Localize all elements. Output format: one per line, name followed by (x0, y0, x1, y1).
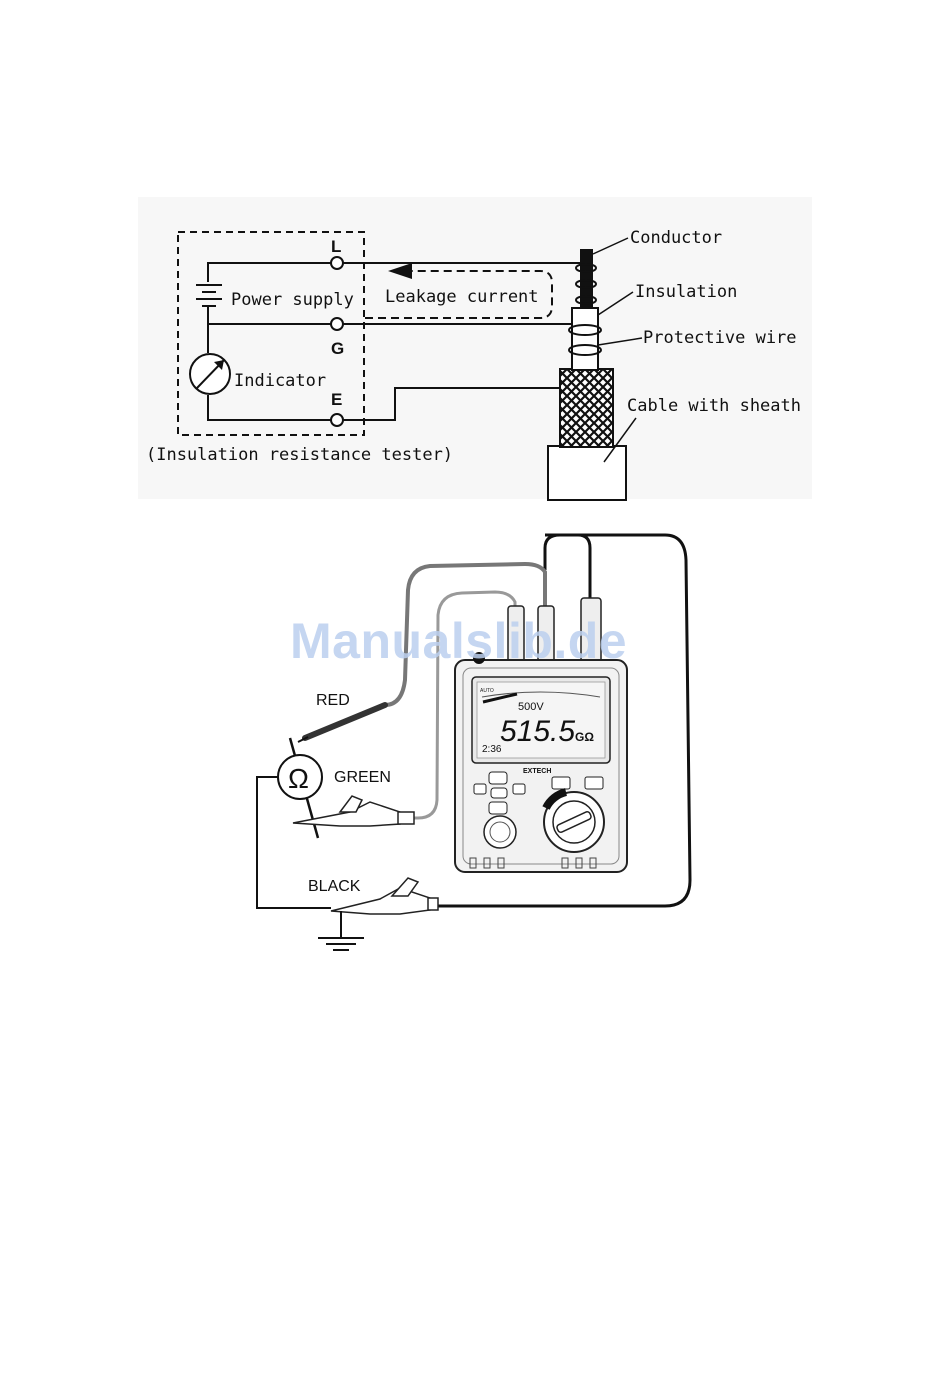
red-lead-label: RED (316, 692, 350, 709)
meter-mode-readout: AUTO (480, 688, 494, 694)
terminal-l-label: L (331, 237, 341, 256)
tester-caption: (Insulation resistance tester) (146, 445, 453, 465)
watermark: Manualslib.de (290, 612, 670, 670)
leakage-current-label: Leakage current (385, 287, 539, 307)
power-supply-label: Power supply (231, 290, 354, 310)
black-lead-label: BLACK (308, 878, 361, 895)
terminal-e (331, 414, 343, 426)
terminal-l (331, 257, 343, 269)
terminal-g (331, 318, 343, 330)
insulation-tester-diagram: L G E Power supply Indicator (Insulation… (138, 197, 812, 500)
green-lead-label: GREEN (334, 769, 391, 786)
timer-knob (484, 816, 516, 848)
terminal-g-label: G (331, 339, 344, 358)
protective-wire-label: Protective wire (643, 328, 797, 348)
terminal-e-label: E (331, 390, 342, 409)
cable-braided-shield (560, 369, 613, 447)
meter-connection-diagram: AUTO 500V 515.5 GΩ 2:36 EXTECH (257, 535, 690, 950)
rotary-selector-dial (544, 792, 604, 852)
insulation-tester-device: AUTO 500V 515.5 GΩ 2:36 EXTECH (455, 652, 627, 872)
red-test-probe (298, 705, 385, 742)
cable-insulation (572, 308, 598, 370)
ohm-symbol: Ω (288, 763, 309, 794)
meter-unit-readout: GΩ (575, 730, 594, 744)
meter-brand: EXTECH (523, 768, 551, 775)
indicator-meter-icon (190, 354, 230, 394)
cable-with-sheath-label: Cable with sheath (627, 396, 801, 416)
meter-voltage-readout: 500V (518, 701, 544, 713)
cable-conductor (580, 249, 593, 309)
ground-symbol-icon (318, 938, 364, 950)
meter-timer-readout: 2:36 (482, 744, 502, 755)
insulation-label: Insulation (635, 282, 737, 302)
meter-main-reading: 515.5 (500, 715, 575, 748)
cable-outer-sheath (548, 446, 626, 500)
indicator-label: Indicator (234, 371, 326, 391)
conductor-label: Conductor (630, 228, 722, 248)
